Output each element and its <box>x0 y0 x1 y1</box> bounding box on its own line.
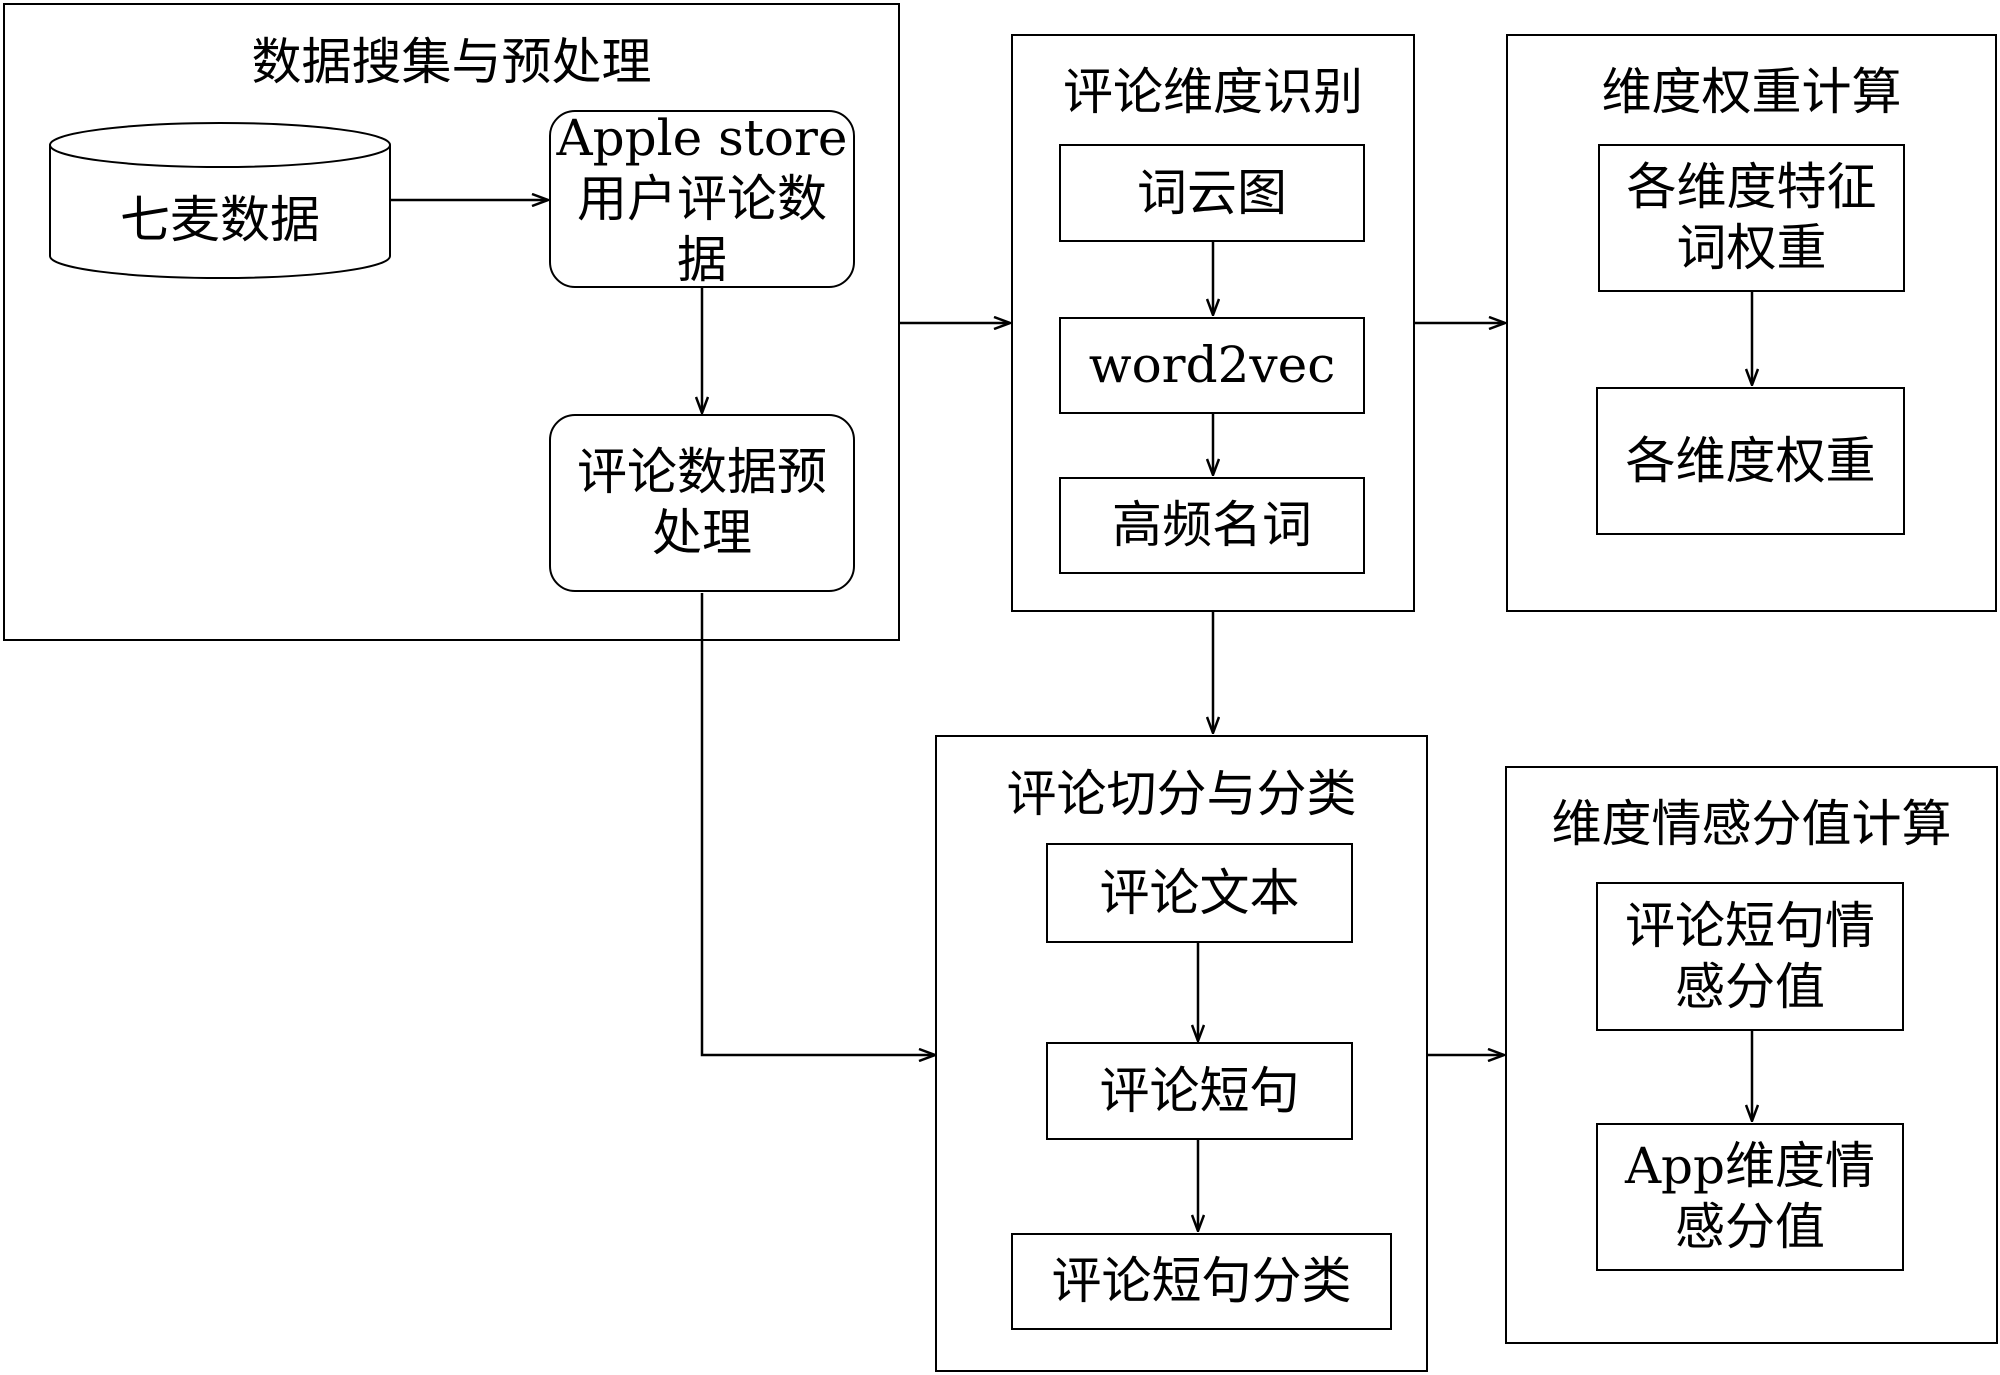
group-collect <box>3 3 900 641</box>
node-short-sentence-score: 评论短句情 感分值 <box>1596 882 1904 1031</box>
group-sentiment <box>1505 766 1998 1344</box>
node-high-freq-nouns: 高频名词 <box>1059 477 1365 574</box>
node-app-dimension-score: App维度情 感分值 <box>1596 1123 1904 1271</box>
group-weight <box>1506 34 1997 612</box>
group-sentiment-title: 维度情感分值计算 <box>1551 795 1952 853</box>
group-identify <box>1011 34 1415 612</box>
node-short-sentence-class: 评论短句分类 <box>1011 1233 1392 1330</box>
node-word2vec: word2vec <box>1059 317 1365 414</box>
node-apple-store: Apple store 用户评论数 据 <box>556 108 848 289</box>
group-split <box>935 735 1428 1372</box>
node-short-sentence: 评论短句 <box>1046 1042 1353 1140</box>
group-identify-title: 评论维度识别 <box>1063 63 1363 121</box>
node-feature-word-weight: 各维度特征 词权重 <box>1598 144 1905 292</box>
group-collect-title: 数据搜集与预处理 <box>251 33 652 91</box>
node-review-text: 评论文本 <box>1046 843 1353 943</box>
node-dimension-weight: 各维度权重 <box>1596 387 1905 535</box>
node-preprocess: 评论数据预 处理 <box>577 443 827 562</box>
node-wordcloud: 词云图 <box>1059 144 1365 242</box>
node-preprocess-box <box>549 414 855 592</box>
arrow-preprocess-to-split <box>700 593 935 1055</box>
group-split-title: 评论切分与分类 <box>1006 765 1357 823</box>
group-weight-title: 维度权重计算 <box>1601 63 1902 121</box>
node-apple-store-box <box>549 110 855 288</box>
database-cylinder-icon <box>49 122 391 279</box>
node-qimai: 七麦数据 <box>120 190 320 249</box>
